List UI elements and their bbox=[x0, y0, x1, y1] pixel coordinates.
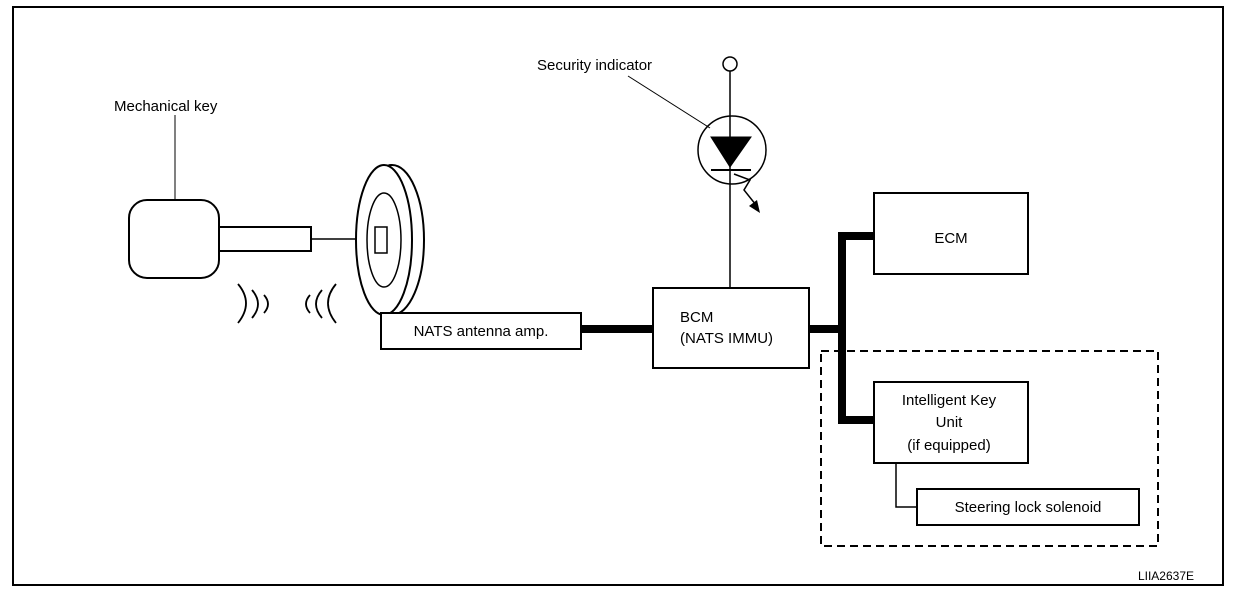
intelligent-key-unit-box bbox=[873, 381, 1029, 464]
bcm-box bbox=[652, 287, 810, 369]
radio-wave-icon bbox=[237, 283, 337, 324]
nats-antenna-amp-box bbox=[380, 312, 582, 350]
nats-antenna-coil bbox=[355, 164, 425, 316]
intelligent-key-label-line1: Intelligent Key bbox=[902, 392, 997, 409]
key-head bbox=[128, 199, 220, 279]
intelligent-key-label-line3: (if equipped) bbox=[907, 437, 990, 454]
key-blade bbox=[218, 226, 312, 252]
ecm-label: ECM bbox=[934, 230, 967, 247]
steering-lock-solenoid-label: Steering lock solenoid bbox=[955, 499, 1102, 516]
power-terminal bbox=[722, 56, 738, 72]
mechanical-key bbox=[128, 199, 312, 279]
steering-lock-solenoid-box bbox=[916, 488, 1140, 526]
nats-antenna-amp-label: NATS antenna amp. bbox=[414, 323, 549, 340]
ecm-box bbox=[873, 192, 1029, 275]
mechanical-key-label: Mechanical key bbox=[114, 98, 218, 115]
bcm-label-line1: BCM bbox=[680, 309, 713, 326]
security-indicator-leader bbox=[627, 75, 711, 129]
security-indicator-label: Security indicator bbox=[537, 57, 652, 74]
ikey-to-steering-wire bbox=[895, 463, 917, 508]
diagram-code: LIIA2637E bbox=[1138, 569, 1194, 583]
bcm-label-line2: (NATS IMMU) bbox=[680, 330, 773, 347]
intelligent-key-label-line2: Unit bbox=[936, 414, 964, 431]
optional-equipment-group bbox=[820, 350, 1159, 547]
coil-transponder-slot bbox=[374, 226, 388, 254]
bcm-bus bbox=[809, 232, 874, 424]
diagram-frame bbox=[12, 6, 1224, 586]
security-indicator-led-icon bbox=[697, 115, 767, 213]
